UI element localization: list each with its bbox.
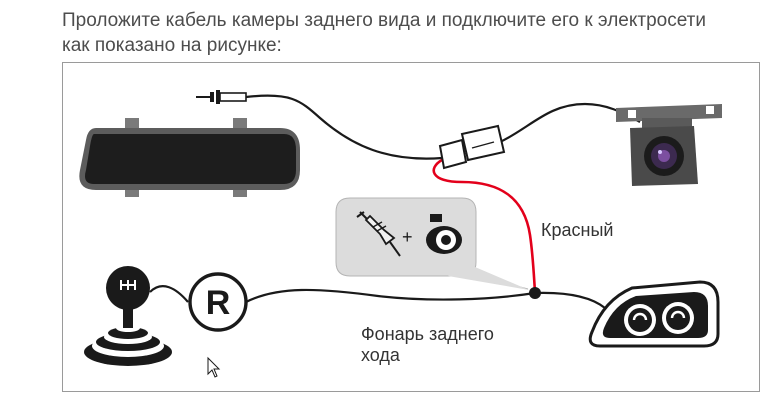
instruction-line-2: как показано на рисунке: xyxy=(62,35,282,56)
tail-light-label: Фонарь заднего хода xyxy=(361,324,494,366)
mouse-cursor-icon xyxy=(207,356,221,378)
gear-wire xyxy=(149,285,189,303)
probe-tester-icon xyxy=(356,211,401,257)
cable-connector-icon xyxy=(438,124,506,170)
tail-light-wire xyxy=(534,291,606,309)
power-connector-icon xyxy=(426,214,462,254)
reverse-badge-letter: R xyxy=(206,284,231,322)
plug-jack-icon xyxy=(196,90,247,104)
instruction-text: Проложите кабель камеры заднего вида и п… xyxy=(62,8,752,58)
wire-junction-dot xyxy=(529,287,541,299)
rear-camera-icon xyxy=(616,104,722,186)
red-power-wire xyxy=(432,158,537,293)
tail-light-label-line-1: Фонарь заднего xyxy=(361,324,494,344)
gear-shift-icon xyxy=(84,266,172,366)
reverse-badge-icon: R xyxy=(188,272,248,332)
tail-light-icon xyxy=(588,280,720,348)
reverse-signal-wire xyxy=(245,288,536,303)
callout-plus-sign: + xyxy=(402,227,413,247)
video-cable xyxy=(245,94,443,160)
rear-view-mirror-icon xyxy=(79,118,300,197)
red-wire-label: Красный xyxy=(541,220,614,240)
instruction-line-1: Проложите кабель камеры заднего вида и п… xyxy=(62,10,706,31)
tail-light-label-line-2: хода xyxy=(361,345,400,365)
